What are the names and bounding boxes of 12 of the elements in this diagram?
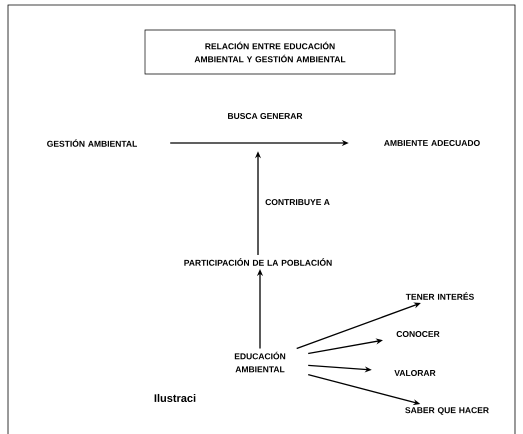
text-label: TENER INTERÉS [406, 292, 474, 300]
text-label: VALORAR [394, 370, 436, 376]
text-label: CONOCER [396, 330, 440, 337]
text-label: EDUCACIÓN AMBIENTAL [234, 352, 286, 372]
edge-label: BUSCA GENERAR [226, 112, 304, 120]
title-box: RELACIÓN ENTRE EDUCACIÓN AMBIENTAL Y GESTIÓN AMBIENTAL [144, 30, 396, 74]
text-label: PARTICIPACIÓN DE LA POBLACIÓN [184, 258, 332, 266]
edge-label: CONTRIBUYE A [264, 198, 331, 206]
text-label: GESTIÓN AMBIENTAL [47, 139, 137, 147]
text-label: AMBIENTE ADECUADO [384, 140, 480, 146]
caption-label: Ilustraci [154, 394, 196, 402]
text-label: SABER QUE HACER [405, 407, 489, 415]
